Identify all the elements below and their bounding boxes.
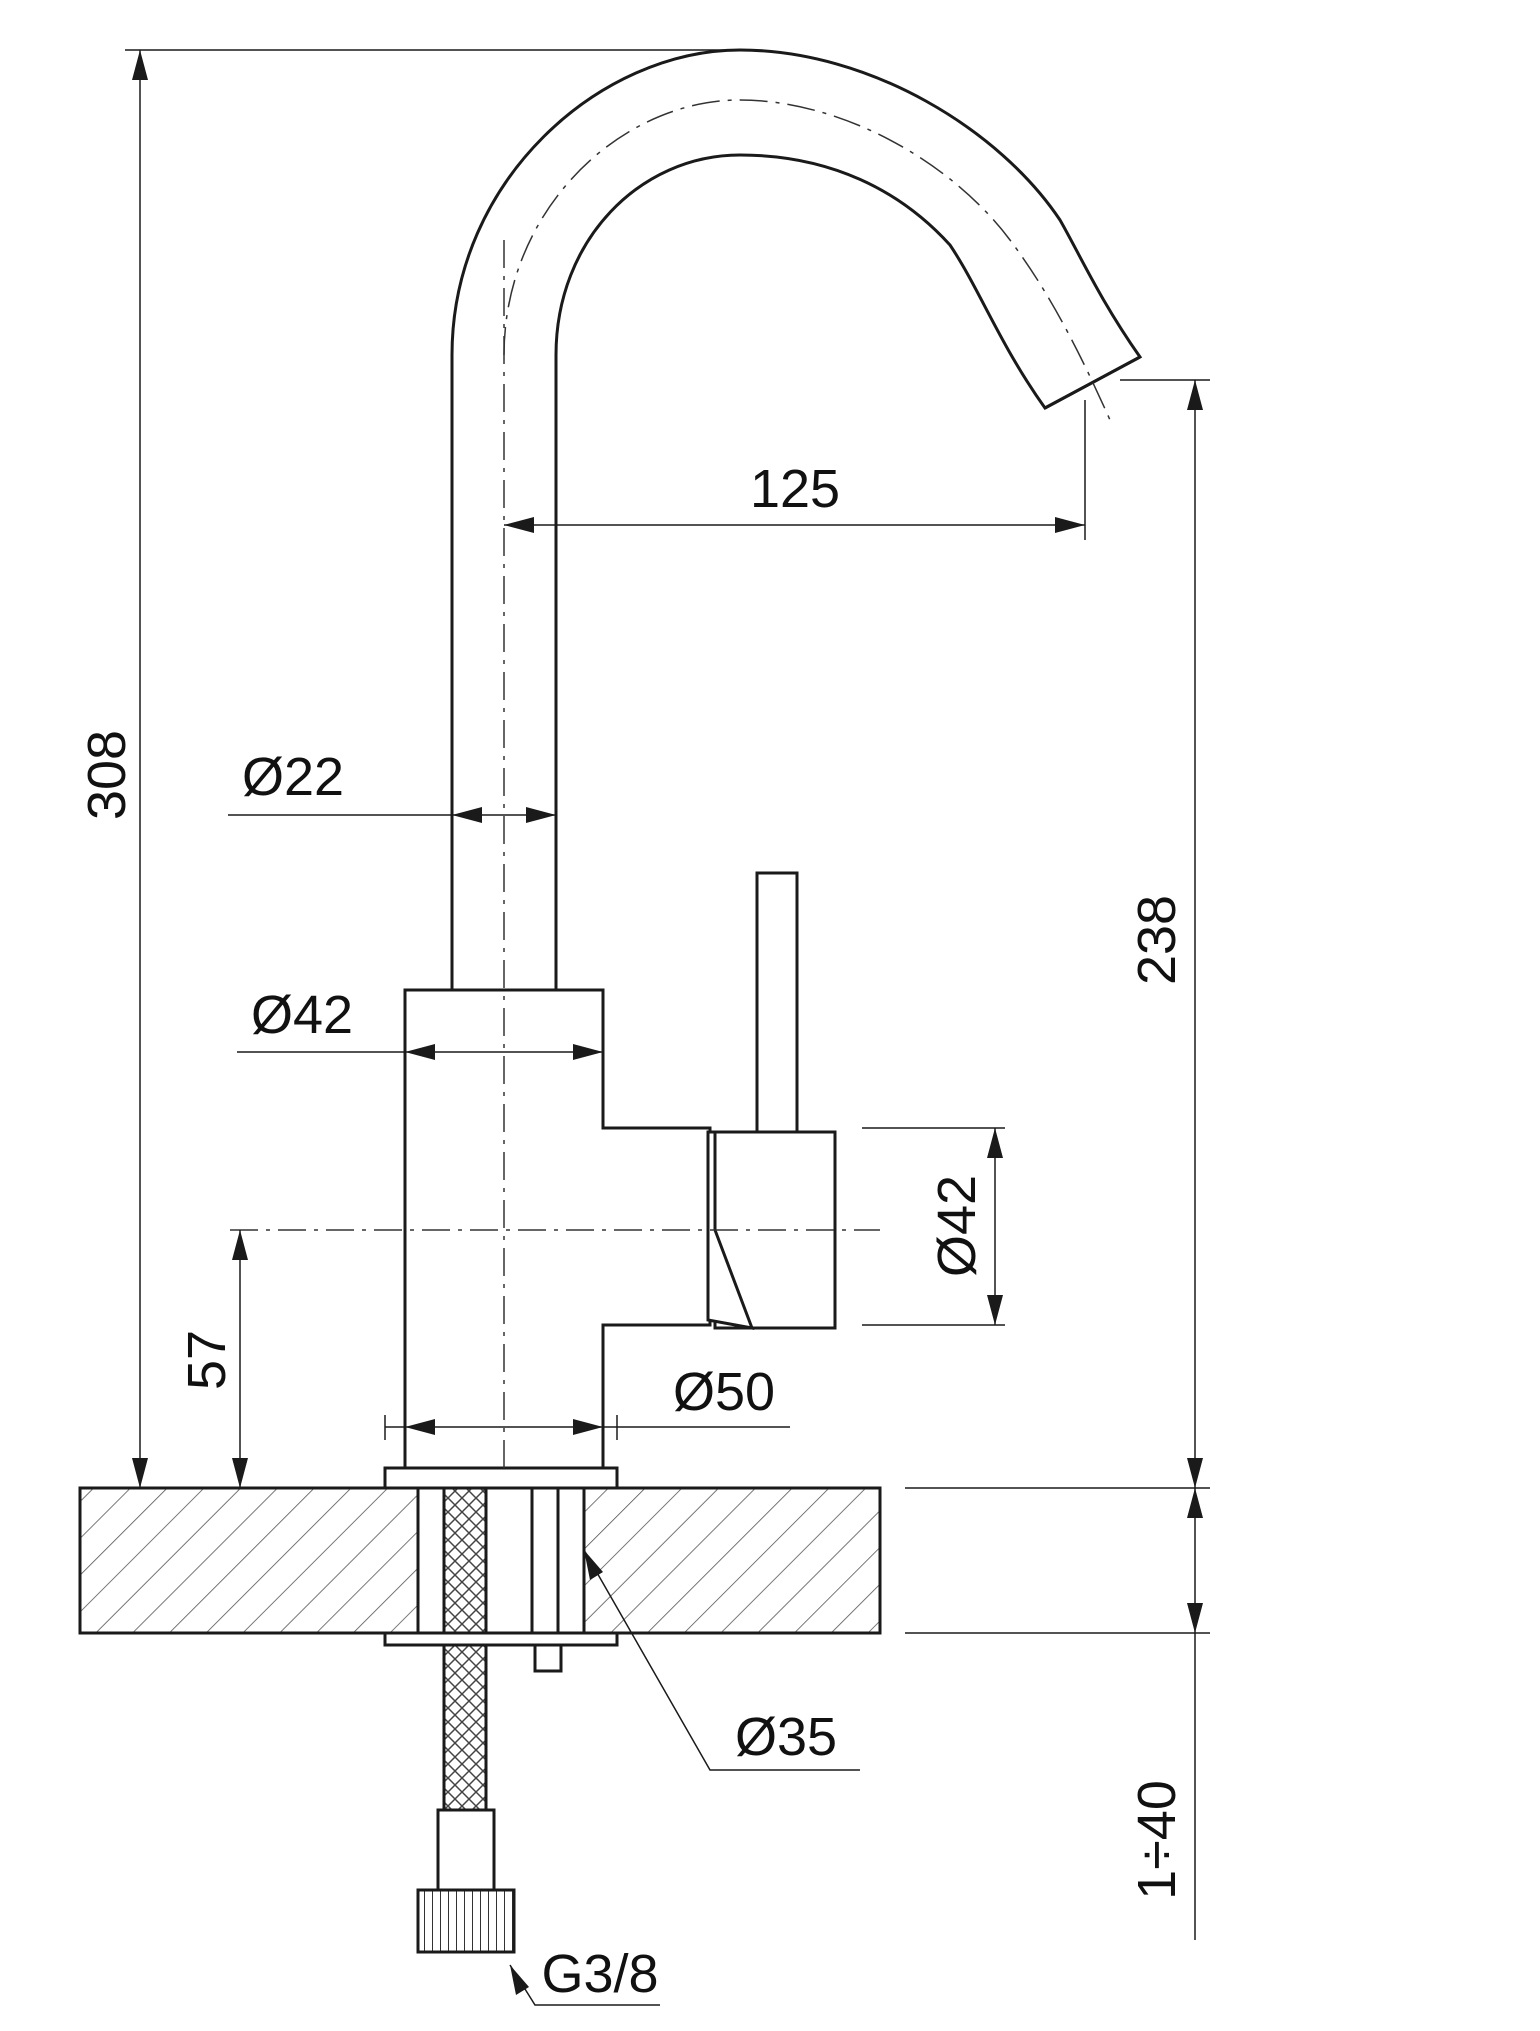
- spout-outlet-height-label: 238: [1127, 895, 1187, 985]
- base-plate: [383, 1466, 619, 1673]
- faucet-body: [403, 988, 712, 1470]
- supply-hose: [416, 1643, 516, 1954]
- countertop: [78, 1486, 882, 1635]
- lever-diameter-label: Ø42: [927, 1175, 987, 1277]
- connection-thread-label: G3/8: [541, 1944, 658, 2004]
- lever-height-label: 57: [177, 1330, 237, 1390]
- overall-height-label: 308: [77, 730, 137, 820]
- lever-handle: [706, 871, 837, 1330]
- spout-diameter-label: Ø22: [242, 747, 344, 807]
- center-lines: [230, 99, 1111, 1470]
- hole-diameter-label: Ø35: [735, 1707, 837, 1767]
- dimension-arrows: [132, 50, 1203, 1995]
- body-diameter-label: Ø42: [251, 985, 353, 1045]
- spout-reach-label: 125: [750, 459, 840, 519]
- countertop-thickness-label: 1÷40: [1127, 1780, 1187, 1900]
- spout: [450, 48, 1143, 990]
- base-diameter-label: Ø50: [673, 1362, 775, 1422]
